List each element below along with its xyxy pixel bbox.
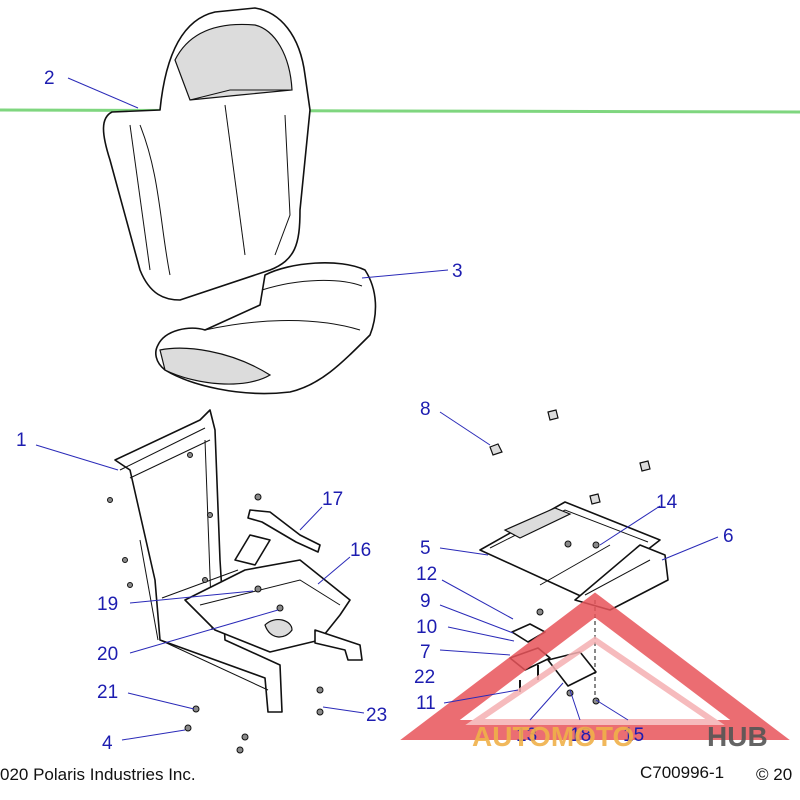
callout-23: 23 bbox=[366, 705, 387, 726]
callout-14: 14 bbox=[656, 492, 678, 513]
callout-6: 6 bbox=[723, 526, 734, 547]
watermark-part-a: AUTOMOTO bbox=[472, 721, 634, 752]
leader-lines bbox=[35, 77, 719, 741]
callout-labels: 2 3 1 4 5 6 7 8 9 10 11 12 13 14 15 16 1… bbox=[16, 68, 734, 754]
callout-8: 8 bbox=[420, 399, 431, 420]
callout-7: 7 bbox=[420, 642, 431, 663]
diagram-code: C700996-1 bbox=[640, 763, 724, 782]
callout-22: 22 bbox=[414, 667, 435, 688]
watermark-logo bbox=[400, 592, 790, 740]
callout-16: 16 bbox=[350, 540, 371, 561]
callout-3: 3 bbox=[452, 261, 463, 282]
callout-12: 12 bbox=[416, 564, 437, 585]
bracket-part bbox=[247, 509, 321, 553]
callout-1: 1 bbox=[16, 430, 27, 451]
callout-4: 4 bbox=[102, 733, 113, 754]
callout-5: 5 bbox=[420, 538, 431, 559]
seat-pan-part bbox=[184, 559, 363, 661]
seat-frame-part bbox=[107, 409, 283, 713]
callout-20: 20 bbox=[97, 644, 118, 665]
copyright-left: 020 Polaris Industries Inc. bbox=[0, 765, 196, 784]
callout-11: 11 bbox=[416, 693, 436, 714]
footer: 020 Polaris Industries Inc. C700996-1 © … bbox=[0, 763, 792, 784]
watermark-part-b: HUB bbox=[707, 721, 768, 752]
fasteners-part bbox=[184, 409, 651, 754]
callout-19: 19 bbox=[97, 594, 118, 615]
callout-18: 18 bbox=[570, 725, 591, 746]
copyright-right: © 20 bbox=[756, 765, 792, 784]
seat-back-part bbox=[102, 7, 311, 301]
seat-cushion-part bbox=[155, 262, 377, 395]
callout-17: 17 bbox=[322, 489, 343, 510]
callout-9: 9 bbox=[420, 591, 431, 612]
callout-21: 21 bbox=[97, 682, 118, 703]
callout-13: 13 bbox=[516, 725, 537, 746]
watermark-text: AUTOMOTO HUB bbox=[472, 721, 768, 752]
callout-15: 15 bbox=[623, 725, 644, 746]
callout-10: 10 bbox=[416, 617, 437, 638]
callout-2: 2 bbox=[44, 68, 55, 89]
